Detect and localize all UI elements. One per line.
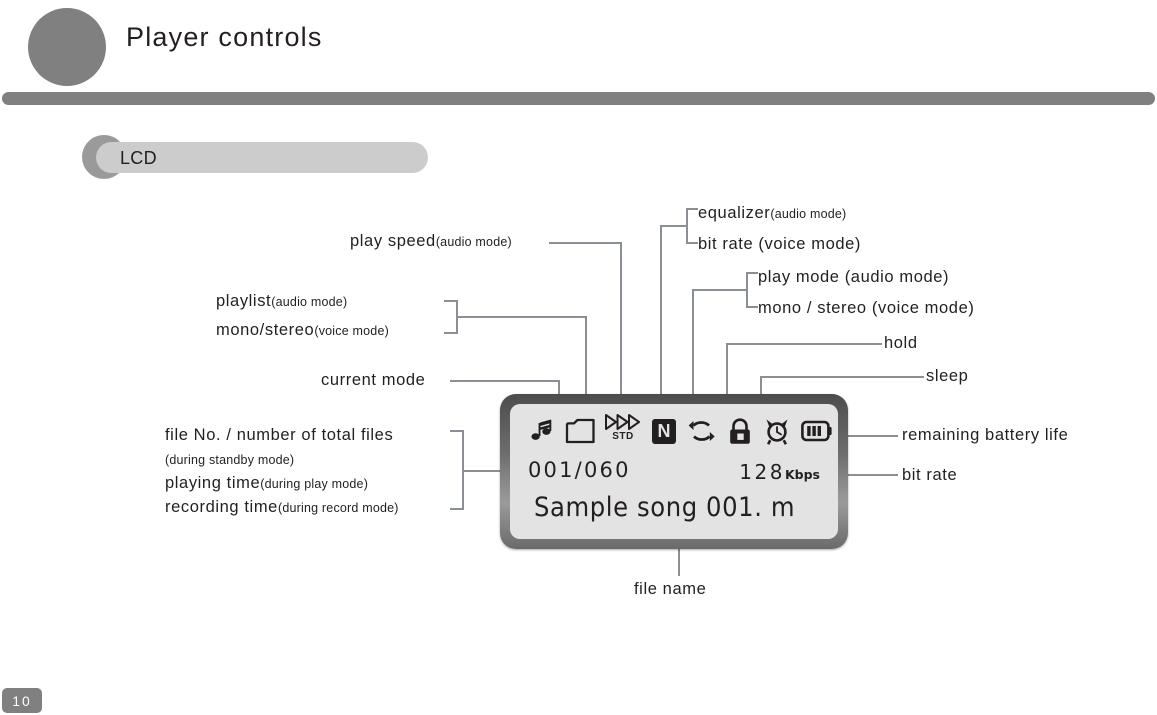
leader-left-bracket-bot-h <box>450 508 462 510</box>
callout-hold: hold <box>884 334 918 352</box>
callout-play-speed-main: play speed <box>350 232 436 250</box>
header-divider <box>2 92 1155 105</box>
leader-playmode-bot-h <box>746 306 758 308</box>
callout-standby-sub: (during standby mode) <box>165 453 295 467</box>
leader-playlist-stem-v <box>585 316 587 414</box>
callout-mono-stereo-main: mono/stereo <box>216 321 315 339</box>
callout-mono-stereo: mono/stereo(voice mode) <box>216 321 389 340</box>
callout-battery: remaining battery life <box>902 426 1069 444</box>
callout-file-no: file No. / number of total files <box>165 426 394 444</box>
leader-playmode-stem-v <box>692 289 694 414</box>
battery-icon <box>800 412 834 450</box>
section-pill-bar <box>96 142 428 173</box>
callout-bit-rate: bit rate <box>902 466 958 484</box>
repeat-icon <box>686 412 718 450</box>
lcd-file-number: 001/060 <box>528 458 631 482</box>
leader-current-mode-h <box>450 380 560 382</box>
callout-playlist-sub: (audio mode) <box>271 295 348 309</box>
callout-playlist: playlist(audio mode) <box>216 292 347 311</box>
leader-play-speed-v <box>620 242 622 414</box>
section-title: LCD <box>120 148 157 168</box>
lcd-bit-rate: 128Kbps <box>739 460 820 484</box>
callout-bit-rate-voice: bit rate (voice mode) <box>698 235 861 253</box>
leader-playmode-top-h <box>746 272 758 274</box>
equalizer-normal-icon: N <box>650 412 678 450</box>
leader-playlist-stem-h <box>456 316 587 318</box>
callout-play-speed-sub: (audio mode) <box>435 235 512 249</box>
leader-play-speed-h <box>549 242 622 244</box>
callout-playing-time-sub: (during play mode) <box>260 477 369 491</box>
callout-recording-time: recording time(during record mode) <box>165 498 399 517</box>
leader-battery-h <box>818 435 898 437</box>
lcd-bit-rate-value: 128 <box>739 460 785 484</box>
equalizer-glyph: N <box>657 421 671 441</box>
callout-current-mode: current mode <box>321 371 426 389</box>
music-note-icon <box>528 412 558 450</box>
leader-bit-rate-h <box>812 474 898 476</box>
callout-equalizer-sub: (audio mode) <box>770 207 847 221</box>
leader-left-bracket-stem-h <box>462 470 534 472</box>
leader-hold-v <box>726 343 728 414</box>
leader-sleep-h <box>760 376 924 378</box>
callout-play-speed: play speed(audio mode) <box>350 232 512 251</box>
callout-play-mode: play mode (audio mode) <box>758 268 950 286</box>
callout-mono-stereo-voice: mono / stereo (voice mode) <box>758 299 975 317</box>
page-title: Player controls <box>126 22 323 52</box>
callout-equalizer: equalizer(audio mode) <box>698 204 846 223</box>
callout-file-name: file name <box>634 580 707 598</box>
leader-equalizer-stem-v <box>660 225 662 414</box>
play-speed-icon: STD <box>604 412 642 450</box>
callout-sleep: sleep <box>926 367 969 385</box>
leader-left-bracket-top-h <box>450 430 462 432</box>
leader-playlist-bot-h <box>444 332 456 334</box>
callout-standby: (during standby mode) <box>165 451 294 469</box>
leader-equalizer-top-h <box>686 208 698 210</box>
callout-playing-time: playing time(during play mode) <box>165 474 368 493</box>
leader-equalizer-bot-h <box>686 242 698 244</box>
leader-hold-h <box>726 343 882 345</box>
leader-playmode-stem-h <box>692 289 748 291</box>
callout-recording-time-sub: (during record mode) <box>277 501 399 515</box>
lcd-info-row: 001/060 128Kbps <box>528 458 820 484</box>
leader-equalizer-stem-h <box>660 225 688 227</box>
lock-icon <box>726 412 754 450</box>
alarm-clock-icon <box>762 412 792 450</box>
leader-playlist-top-h <box>444 300 456 302</box>
page-number: 10 <box>2 688 42 713</box>
header-bullet-icon <box>28 8 106 86</box>
lcd-status-icons: STD N <box>528 412 832 450</box>
callout-mono-stereo-sub: (voice mode) <box>314 324 389 338</box>
callout-playlist-main: playlist <box>216 292 272 310</box>
callout-playing-time-main: playing time <box>165 474 261 492</box>
play-speed-caption: STD <box>612 431 634 442</box>
callout-equalizer-main: equalizer <box>698 204 771 222</box>
lcd-bit-rate-unit: Kbps <box>784 467 820 482</box>
callout-recording-time-main: recording time <box>165 498 278 516</box>
folder-icon <box>564 412 598 450</box>
lcd-file-name: Sample song 001. m <box>534 492 796 523</box>
